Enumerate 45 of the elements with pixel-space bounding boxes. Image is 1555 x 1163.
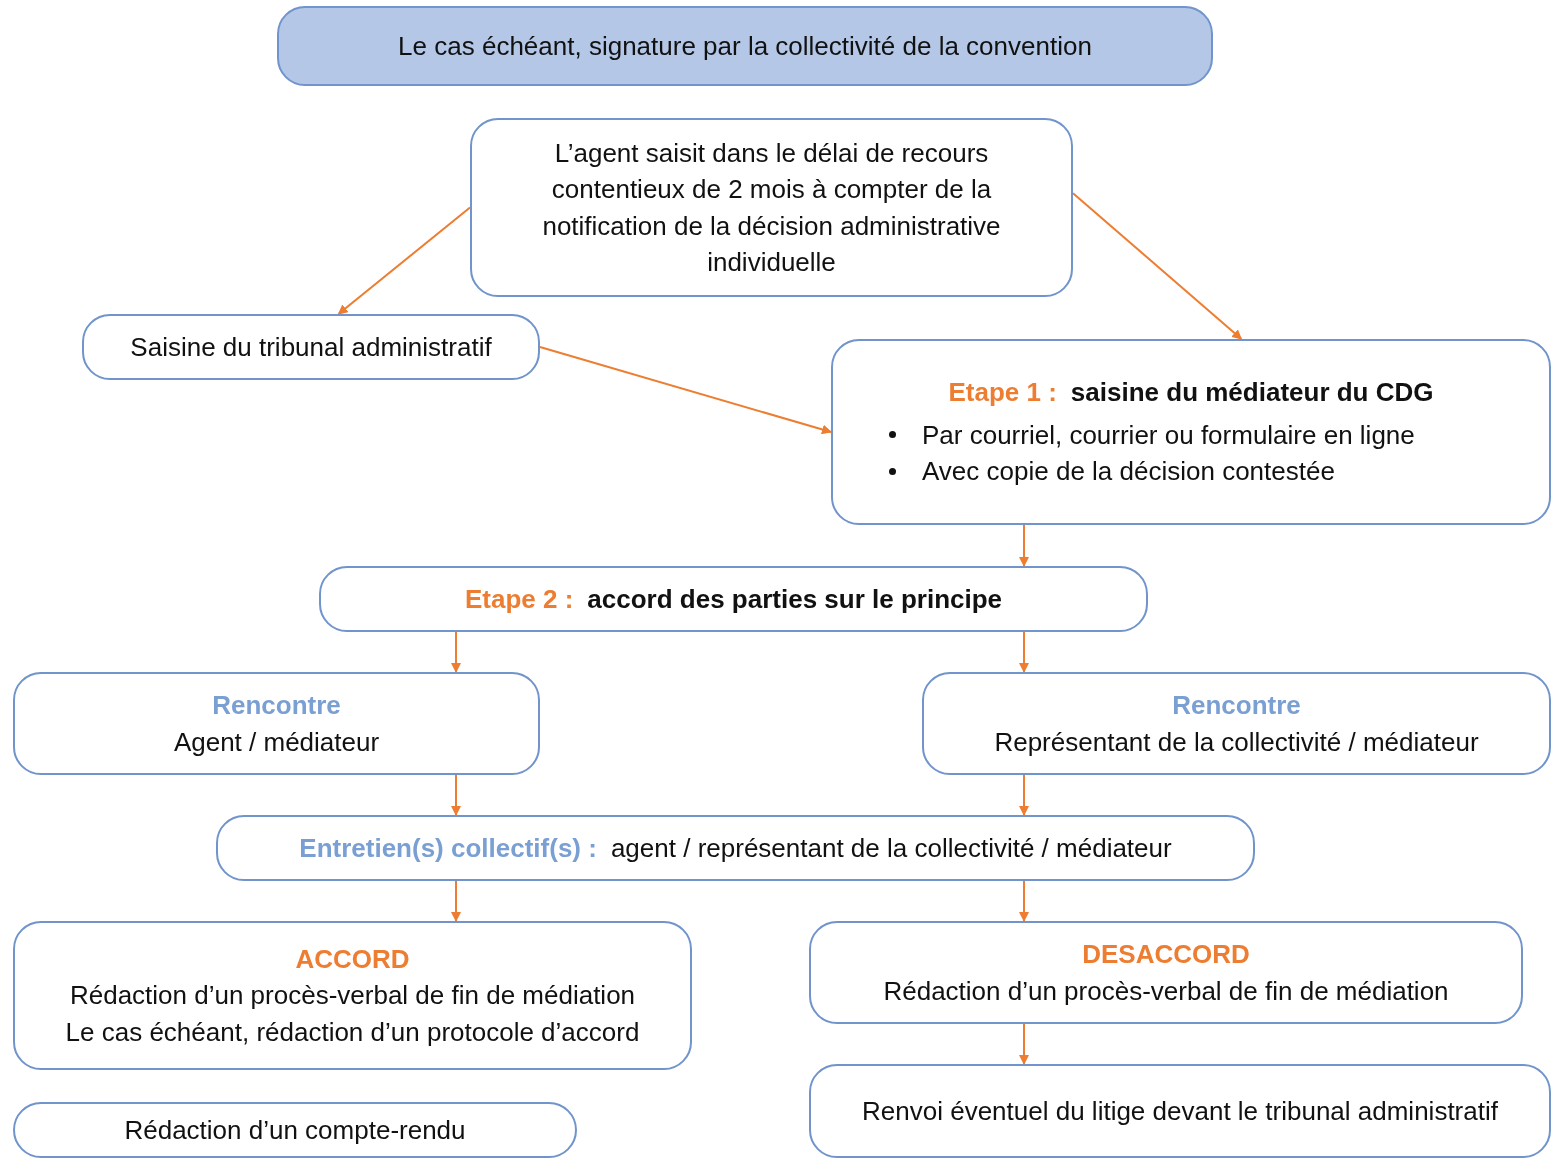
box-heading: Rencontre	[1172, 689, 1301, 723]
box-text: Le cas échéant, signature par la collectivité de la convention	[398, 29, 1092, 63]
process-box	[809, 1064, 1551, 1158]
process-box	[13, 1102, 577, 1158]
box-text: Saisine du tribunal administratif	[130, 330, 492, 364]
arrow	[1019, 524, 1029, 567]
arrow	[451, 631, 461, 673]
arrow	[1019, 774, 1029, 816]
box-heading: Rencontre	[212, 689, 341, 723]
process-box	[216, 815, 1255, 881]
process-box	[470, 118, 1073, 297]
process-box	[13, 672, 540, 775]
bullet-item: Par courriel, courrier ou formulaire en ligne	[922, 418, 1415, 452]
step-label: Entretien(s) collectif(s) :	[299, 831, 597, 865]
arrow	[451, 880, 461, 922]
box-text: Rédaction d’un procès-verbal de fin de médiation	[69, 979, 636, 1013]
bullet-item: Avec copie de la décision contestée	[922, 455, 1335, 489]
process-box	[82, 314, 540, 380]
process-box	[13, 921, 692, 1070]
arrow	[539, 346, 832, 435]
box-text: Rédaction d’un procès-verbal de fin de médiation	[883, 974, 1449, 1008]
arrow	[1019, 631, 1029, 673]
process-box	[809, 921, 1523, 1024]
box-text: Agent / médiateur	[173, 725, 380, 759]
box-text: Rédaction d’un compte-rendu	[124, 1113, 466, 1147]
step-label: Etape 2 :	[464, 582, 574, 616]
arrow	[337, 206, 471, 315]
process-box	[831, 339, 1551, 525]
box-text: L’agent saisit dans le délai de recours contentieux de 2 mois à compter de la notification de la décision administrative individuelle	[541, 136, 1002, 279]
process-box	[319, 566, 1148, 632]
box-text: Représentant de la collectivité / médiateur	[994, 725, 1479, 759]
arrow	[451, 774, 461, 816]
box-text: accord des parties sur le principe	[587, 582, 1003, 616]
box-heading: ACCORD	[295, 942, 410, 976]
arrow	[1019, 1023, 1029, 1065]
arrow	[1019, 880, 1029, 922]
arrow	[1072, 192, 1243, 340]
title-banner	[277, 6, 1213, 86]
process-box	[922, 672, 1551, 775]
box-heading: DESACCORD	[1082, 938, 1250, 972]
step-heading: saisine du médiateur du CDG	[1070, 376, 1434, 410]
box-text: agent / représentant de la collectivité / médiateur	[610, 831, 1172, 865]
step-label: Etape 1 :	[948, 376, 1057, 410]
box-text: Renvoi éventuel du litige devant le tribunal administratif	[862, 1094, 1498, 1128]
box-text: Le cas échéant, rédaction d’un protocole d’accord	[65, 1015, 640, 1049]
